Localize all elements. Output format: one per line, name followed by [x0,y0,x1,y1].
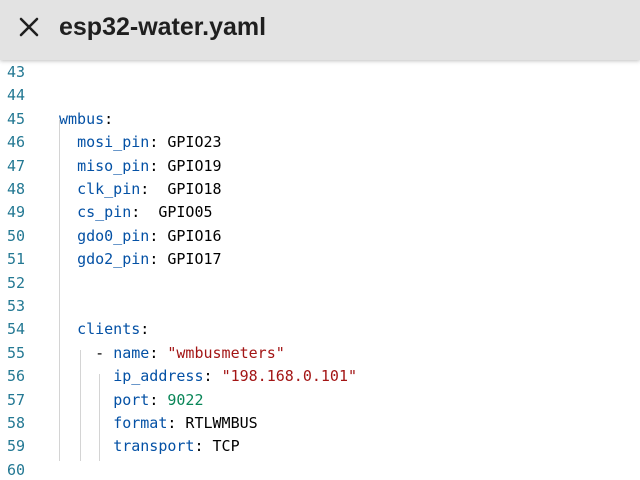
line-number: 59 [7,437,26,456]
code-token: transport [113,437,195,456]
indent-guide [59,120,60,461]
code-token: name [113,343,150,362]
line-number: 58 [7,414,26,432]
line-number: 52 [7,273,26,292]
line-number: 46 [7,133,26,152]
code-text: cs_pin: GPIO05 [59,200,213,224]
code-text: clk_pin: GPIO18 [59,177,222,201]
code-token: : GPIO18 [140,180,222,198]
code-line[interactable]: 53 [0,294,640,318]
code-text: ip_address: "198.168.0.101" [59,364,357,388]
code-line[interactable]: 58 format: RTLWMBUS [0,411,640,435]
code-line[interactable]: 56 ip_address: "198.168.0.101" [0,364,640,388]
line-number: 48 [7,180,26,198]
editor-header: esp32-water.yaml [0,0,640,60]
code-line[interactable]: 46 mosi_pin: GPIO23 [0,130,640,154]
code-text: port: 9022 [59,388,204,412]
code-token: wmbus [59,109,105,128]
code-line[interactable]: 57 port: 9022 [0,388,640,412]
code-token: gdo2_pin [77,250,150,269]
code-text: - name: "wmbusmeters" [59,341,285,365]
code-line[interactable]: 49 cs_pin: GPIO05 [0,200,640,224]
code-token: : [203,367,222,386]
file-title: esp32-water.yaml [59,13,267,41]
code-line[interactable]: 54 clients: [0,317,640,341]
code-token: : GPIO17 [149,250,222,269]
code-line[interactable]: 50 gdo0_pin: GPIO16 [0,224,640,248]
code-text: miso_pin: GPIO19 [59,154,222,178]
code-token: : GPIO05 [131,203,213,222]
code-token: miso_pin [77,156,150,175]
code-token: clk_pin [77,180,141,198]
code-text: wmbus: [59,107,113,131]
code-text: clients: [59,317,149,341]
code-token: : GPIO23 [149,133,222,152]
line-number: 45 [7,109,26,128]
code-token: : GPIO16 [149,226,222,245]
line-number: 56 [7,367,26,386]
line-number: 47 [7,156,26,175]
close-icon [19,17,39,37]
line-number: 51 [7,250,26,269]
code-token: : GPIO19 [149,156,222,175]
code-line[interactable]: 55 - name: "wmbusmeters" [0,341,640,365]
line-number: 53 [7,297,26,315]
code-line[interactable]: 60 [0,458,640,480]
code-token: : [149,343,168,362]
code-token: gdo0_pin [77,226,150,245]
code-token: : [104,109,114,128]
code-token: mosi_pin [77,133,150,152]
line-number: 55 [7,343,26,362]
line-number: 49 [7,203,26,222]
code-text: gdo2_pin: GPIO17 [59,247,222,271]
code-text: transport: TCP [59,434,240,458]
indent-guide [80,350,81,461]
code-line[interactable]: 43 [0,60,640,84]
line-number: 57 [7,390,26,409]
code-line[interactable]: 45 wmbus: [0,107,640,131]
code-text: gdo0_pin: GPIO16 [59,224,222,248]
code-line[interactable]: 44 [0,83,640,107]
code-token: cs_pin [77,203,132,222]
line-number: 50 [7,226,26,245]
code-text: format: RTLWMBUS [59,411,258,435]
code-token: clients [77,320,141,339]
code-token: "wmbusmeters" [167,343,285,362]
code-token: : TCP [194,437,240,456]
code-token: "198.168.0.101" [221,367,358,386]
line-number: 54 [7,320,26,339]
indent-guide [99,374,100,461]
close-button[interactable] [14,12,46,44]
code-token: format [113,414,168,432]
code-text: mosi_pin: GPIO23 [59,130,222,154]
code-token: 9022 [167,390,204,409]
code-line[interactable]: 59 transport: TCP [0,434,640,458]
code-token: : [149,390,168,409]
code-line[interactable]: 51 gdo2_pin: GPIO17 [0,247,640,271]
code-token: - [95,343,114,362]
code-token: port [113,390,150,409]
code-token: : RTLWMBUS [167,414,258,432]
code-token: : [140,320,150,339]
code-line[interactable]: 47 miso_pin: GPIO19 [0,154,640,178]
line-number: 60 [7,460,26,479]
code-line[interactable]: 48 clk_pin: GPIO18 [0,177,640,201]
code-token: ip_address [113,367,204,386]
line-number: 44 [7,86,26,105]
code-line[interactable]: 52 [0,271,640,295]
line-number: 43 [7,63,26,81]
